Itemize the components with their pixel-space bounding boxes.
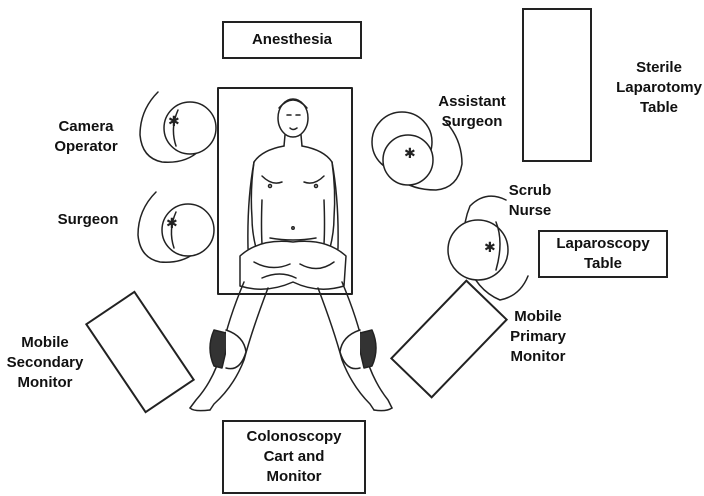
sterile-laparotomy-table [522,8,592,162]
sterile-table-label-1: Sterile [614,58,704,78]
mobile-secondary-monitor-label-2: Secondary [0,353,90,373]
scrub-nurse-label-1: Scrub [500,181,560,201]
laparoscopy-table-label-1: Laparoscopy [556,234,649,254]
svg-text:✱: ✱ [404,145,416,161]
mobile-secondary-monitor-label-1: Mobile [0,333,90,353]
assistant-surgeon-label-2: Surgeon [430,112,514,132]
sterile-laparotomy-table-label: Sterile Laparotomy Table [614,58,704,118]
mobile-secondary-monitor-label: Mobile Secondary Monitor [0,333,90,393]
colonoscopy-cart-label-1: Colonoscopy [246,427,341,447]
laparoscopy-table-box: Laparoscopy Table [538,230,668,278]
mobile-primary-monitor-label: Mobile Primary Monitor [498,307,578,367]
sterile-table-label-2: Laparotomy [614,78,704,98]
scrub-nurse-label-2: Nurse [500,201,560,221]
colonoscopy-cart-label-3: Monitor [267,467,322,487]
colonoscopy-cart-label-2: Cart and [264,447,325,467]
assistant-surgeon-label: Assistant Surgeon [430,92,514,132]
camera-operator-label-2: Operator [46,137,126,157]
anesthesia-box: Anesthesia [222,21,362,59]
laparoscopy-table-label-2: Table [584,254,622,274]
svg-text:✱: ✱ [484,239,496,255]
camera-operator-label: Camera Operator [46,117,126,157]
svg-text:✱: ✱ [166,215,178,231]
colonoscopy-cart-box: Colonoscopy Cart and Monitor [222,420,366,494]
surgeon-figure: ✱ [138,192,214,262]
mobile-primary-monitor-label-3: Monitor [498,347,578,367]
camera-operator-figure: ✱ [140,92,216,162]
scrub-nurse-label: Scrub Nurse [500,181,560,221]
camera-operator-label-1: Camera [46,117,126,137]
mobile-primary-monitor-label-2: Primary [498,327,578,347]
anesthesia-label: Anesthesia [252,30,332,50]
surgeon-label: Surgeon [50,210,126,230]
mobile-secondary-monitor-label-3: Monitor [0,373,90,393]
surgeon-label-text: Surgeon [58,211,119,228]
assistant-surgeon-label-1: Assistant [430,92,514,112]
svg-text:✱: ✱ [168,113,180,129]
sterile-table-label-3: Table [614,98,704,118]
mobile-primary-monitor-label-1: Mobile [498,307,578,327]
